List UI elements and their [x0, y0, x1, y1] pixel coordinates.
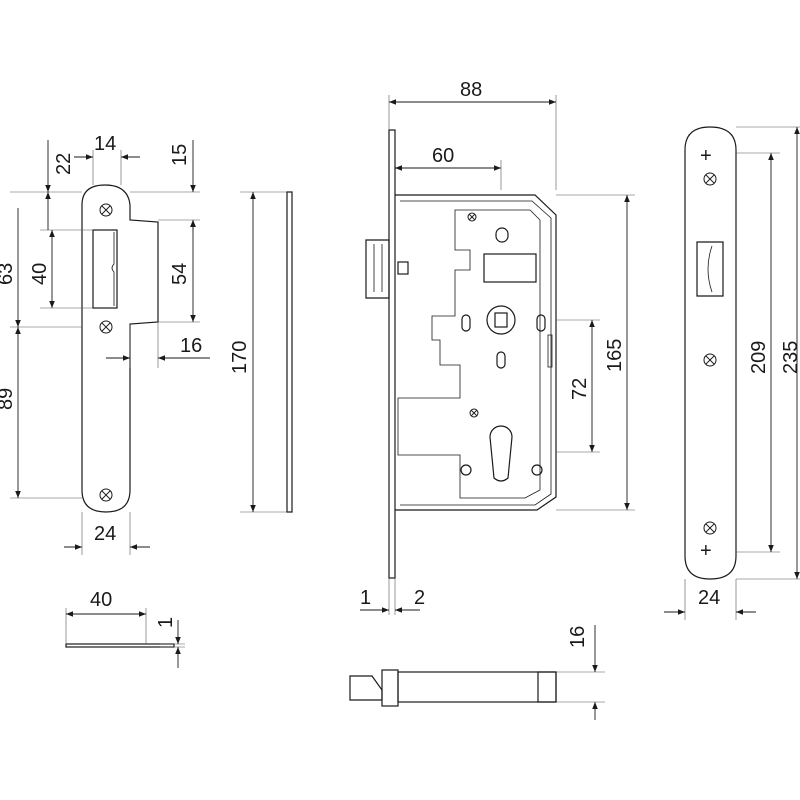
- dim-strike-width-bottom: 24: [94, 523, 116, 545]
- dim-side-plate-height: 170: [229, 341, 251, 374]
- dim-strike-lip: 16: [180, 335, 202, 357]
- dim-strike-lower-length: 89: [0, 388, 17, 410]
- dim-faceplate-total: 235: [780, 341, 800, 374]
- screw-icon: [99, 488, 113, 502]
- lock-body-dimensions: 88 60 165 72 1 2: [360, 79, 635, 615]
- plus-icon: +: [700, 540, 712, 562]
- dim-strike-slot-right: 54: [169, 263, 191, 285]
- dim-faceplate-width: 24: [698, 587, 720, 609]
- plus-icon: +: [700, 145, 712, 167]
- lock-body: [365, 129, 557, 579]
- dim-bolt-height: 16: [567, 626, 589, 648]
- dim-strike-top-offset-right: 15: [169, 144, 191, 166]
- dim-lock-case-height: 165: [604, 339, 626, 372]
- dim-faceplate-inner: 209: [748, 341, 770, 374]
- screw-icon: [703, 172, 717, 186]
- dim-lock-backset: 60: [432, 145, 454, 167]
- dim-strike-total-left: 63: [0, 263, 17, 285]
- screw-icon: [703, 353, 717, 367]
- dim-lock-faceplate-thickness-2: 2: [414, 587, 425, 609]
- dim-strike-width-top: 14: [94, 133, 116, 155]
- faceplate-front-view: + + 209 235 24: [664, 126, 800, 620]
- dim-strip-thickness: 1: [155, 617, 177, 628]
- strike-plate-edge-view: 40 1: [65, 589, 185, 668]
- latch-bolt-side-view: 16: [349, 625, 605, 720]
- dim-lock-center-distance: 72: [569, 378, 591, 400]
- dim-lock-overall-depth: 88: [460, 79, 482, 101]
- dim-strip-width: 40: [90, 589, 112, 611]
- dim-lock-faceplate-thickness-1: 1: [360, 587, 371, 609]
- dim-strike-slot-height: 40: [29, 263, 51, 285]
- strike-plate-side-view: 170: [229, 191, 293, 513]
- screw-icon: [469, 408, 479, 418]
- strike-plate-dimensions: 14 22 15 40 63 54 16 89: [0, 133, 210, 555]
- screw-icon: [703, 521, 717, 535]
- screw-icon: [99, 203, 113, 217]
- dim-strike-top-offset-left: 22: [53, 153, 75, 175]
- strike-plate: [81, 184, 159, 513]
- screw-icon: [467, 212, 477, 222]
- screw-icon: [99, 320, 113, 334]
